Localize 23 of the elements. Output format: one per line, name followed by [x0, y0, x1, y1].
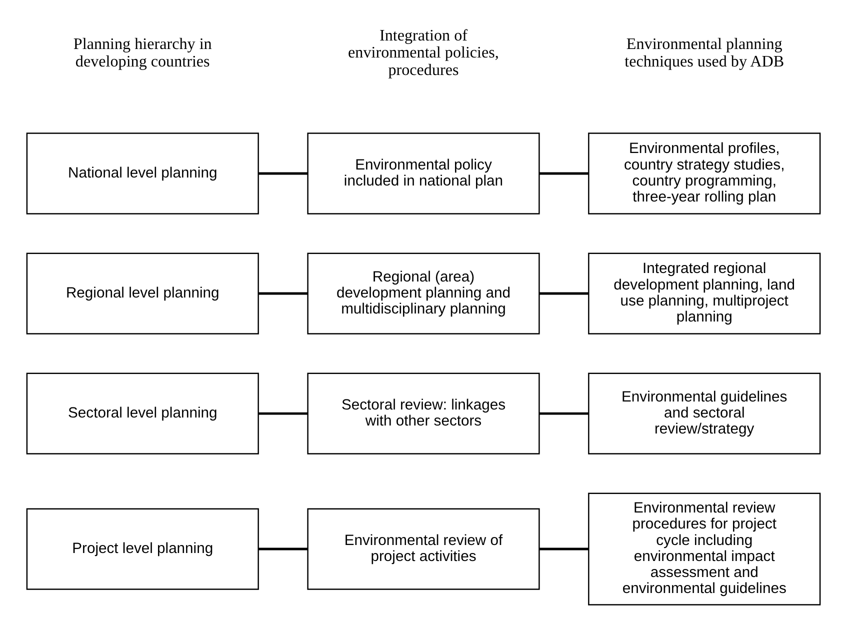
node-box: Environmental guidelines and sectoral review/strategy: [588, 372, 821, 454]
node-box: Sectoral review: linkages with other sectors: [307, 372, 540, 454]
node-box: Project level planning: [26, 508, 259, 590]
connector: [539, 292, 589, 295]
label: Environmental planning techniques used by ADB: [624, 36, 784, 70]
node-box: Integrated regional development planning, land use planning, multiproject planning: [588, 252, 821, 334]
node-box: Regional (area) development planning and multidisciplinary planning: [307, 252, 540, 334]
connector: [258, 412, 308, 415]
connector: [539, 548, 589, 550]
node-box: Environmental policy included in national plan: [307, 132, 540, 214]
connector: [258, 292, 308, 295]
connector: [258, 172, 308, 175]
label: Integration of environmental policies, procedures: [348, 27, 499, 80]
node-box: Environmental profiles, country strategy studies, country programming, three-year rolling plan: [588, 132, 821, 214]
node-box: Regional level planning: [26, 252, 259, 334]
connector: [258, 548, 308, 550]
label: Planning hierarchy in developing countries: [73, 36, 212, 70]
node-box: Environmental review procedures for project cycle including environmental impact assessment and environmental guidelines: [588, 492, 821, 606]
connector: [539, 172, 589, 175]
connector: [539, 412, 589, 415]
node-box: National level planning: [26, 132, 259, 214]
node-box: Environmental review of project activities: [307, 508, 540, 590]
node-box: Sectoral level planning: [26, 372, 259, 454]
